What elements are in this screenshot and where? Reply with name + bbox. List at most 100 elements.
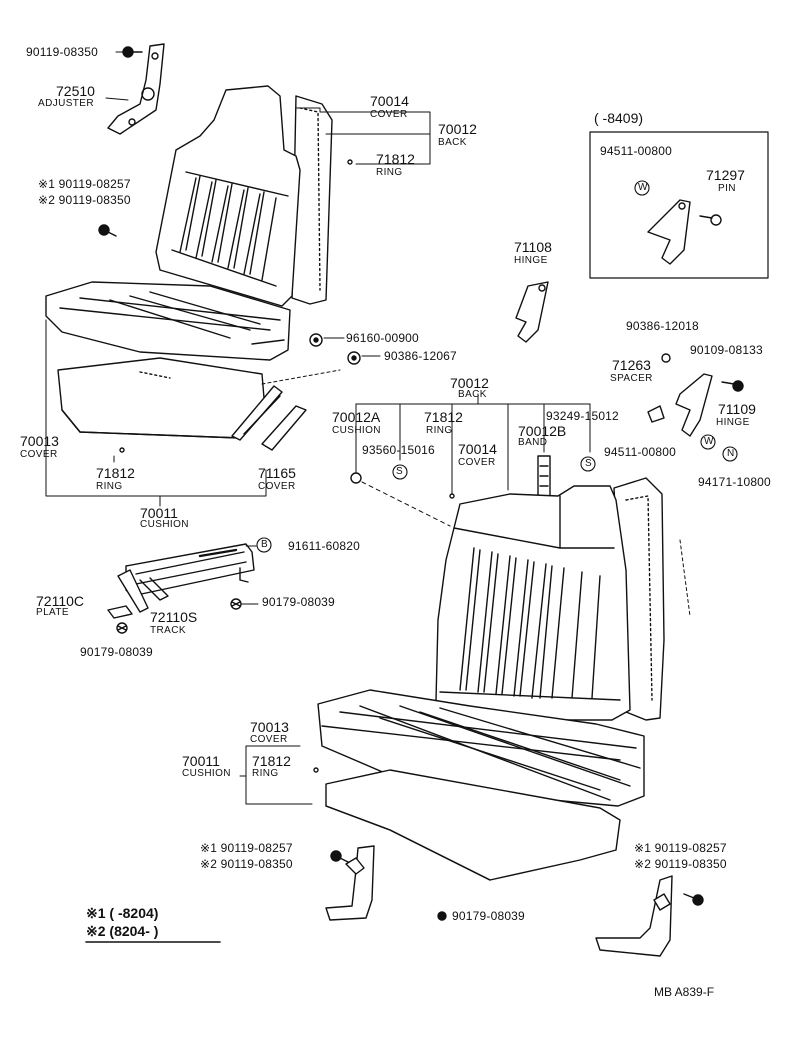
label-cushion-70011-upper: CUSHION [140,519,189,530]
badge-s-left: S [396,466,404,477]
label-94171-10800: 94171-10800 [698,475,771,489]
label-71297: 71297 [706,167,745,183]
nut-90386-12018 [661,353,671,363]
label-70011-upper: 70011 [140,505,178,521]
label-s1-90119-08257-left: ※1 90119-08257 [200,841,293,855]
label-track: TRACK [150,625,186,636]
middle-back-leader [355,393,591,495]
label-s2-90119-08350-top: ※2 90119-08350 [38,193,131,207]
label-cover-71165: COVER [258,481,296,492]
nut-90179-08039-right [230,598,242,610]
nut-90179-08039-left [116,622,128,634]
label-s1-90119-08257-right: ※1 90119-08257 [634,841,727,855]
label-cover-upper: COVER [370,109,408,120]
label-70014-middle: 70014 [458,441,497,457]
label-cover-70014-middle: COVER [458,457,496,468]
label-90179-08039-plate: 90179-08039 [80,645,153,659]
upper-cushion-cover [45,281,291,361]
ring-71812-back-upper [347,159,353,165]
upper-seat-back [155,85,333,307]
nut-90386-12067 [347,351,361,365]
label-91611-60820: 91611-60820 [288,539,361,553]
label-90386-12018: 90386-12018 [626,319,699,333]
label-70013-upper: 70013 [20,433,59,449]
plate-72110c [107,605,133,619]
label-71165: 71165 [258,465,296,481]
label-94511-00800-inset: 94511-00800 [600,144,673,158]
label-70012A: 70012A [332,409,381,425]
label-s2-90119-08350-right: ※2 90119-08350 [634,857,727,871]
label-71812-cushion: 71812 [96,465,135,481]
bolt-bottom-left [330,850,349,863]
label-cushion-70011-lower: CUSHION [182,768,231,779]
label-s2-90119-08350-left: ※2 90119-08350 [200,857,293,871]
label-s1-90119-08257-top: ※1 90119-08257 [38,177,131,191]
upper-cushion-pad [57,357,265,439]
badge-b: B [261,539,269,550]
upper-cushion-leader [45,319,267,507]
label-back-middle: BACK [458,389,487,400]
label-hinge-71109: HINGE [716,417,750,428]
label-cover-70013-upper: COVER [20,449,58,460]
footnote-1: ※1 ( -8204) [86,905,159,921]
bolt-90109-08133 [721,380,744,392]
lower-cushion-leader [239,745,313,805]
label-ring-upper: RING [376,167,403,178]
upper-back-leader [295,107,431,165]
nut-90179-08039-bottom [437,911,447,921]
label-70012-middle: 70012 [450,375,489,391]
lower-cushion-pad [325,769,621,881]
band-clip-70012b [537,455,551,497]
label-spacer: SPACER [610,373,653,384]
label-band: BAND [518,437,548,448]
label-71812-middle: 71812 [424,409,463,425]
label-plate: PLATE [36,607,69,618]
clip-70012a [350,472,362,484]
label-90179-08039-bottom: 90179-08039 [452,909,525,923]
bottom-left-bracket [325,845,375,921]
badge-circles [256,180,738,553]
catalog-code: MB A839-F [654,985,715,999]
label-71108: 71108 [514,239,552,255]
label-93560-15016: 93560-15016 [362,443,435,457]
label-70014-upper: 70014 [370,93,409,109]
badge-w-right: W [704,436,714,447]
bottom-right-bracket [595,875,673,957]
label-70013-lower: 70013 [250,719,289,735]
label-71263: 71263 [612,357,651,373]
badge-w-inset: W [638,182,648,193]
label-93249-15012: 93249-15012 [546,409,619,423]
badge-s-right: S [585,458,593,469]
hinge-71109 [675,373,713,437]
label-72510: 72510 [56,83,95,99]
label-90386-12067: 90386-12067 [384,349,457,363]
label-inset-range: ( -8409) [594,110,644,126]
label-ring-middle: RING [426,425,453,436]
label-72110S: 72110S [150,609,198,625]
label-cover-70013-lower: COVER [250,734,288,745]
label-90119-08350-top: 90119-08350 [26,45,99,59]
side-cover-71165 [261,405,307,451]
adjuster-bracket [107,43,165,135]
label-90179-08039-track: 90179-08039 [262,595,335,609]
label-ring-lower: RING [252,768,279,779]
lower-seat-back [435,477,665,721]
hinge-71108 [515,281,549,343]
spacer-71263 [647,405,665,423]
label-72110C: 72110C [36,593,85,609]
badge-n: N [727,448,735,459]
label-ring-cushion: RING [96,481,123,492]
label-adjuster: ADJUSTER [38,98,94,109]
inset-box [589,131,769,279]
label-cushion-70012A: CUSHION [332,425,381,436]
footnote-2: ※2 (8204- ) [86,923,159,939]
label-71812-upper: 71812 [376,151,415,167]
seat-track [117,543,255,613]
label-94511-00800-right: 94511-00800 [604,445,677,459]
label-back-upper: BACK [438,137,467,148]
bolt-90119-08350-top [122,46,143,58]
nut-96160-00900 [309,333,323,347]
ring-71812-upper [119,447,125,453]
